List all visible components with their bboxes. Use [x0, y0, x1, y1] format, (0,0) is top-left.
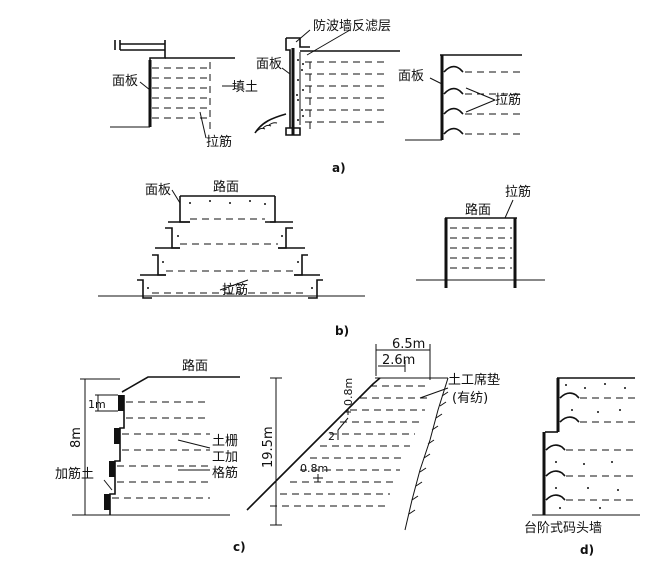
label-geomat-woven: (有纺) — [452, 391, 488, 406]
label-geogrid: 工加 — [212, 450, 238, 465]
figure-a-left: 面板 填土 拉筋 — [110, 40, 258, 150]
figure-b-left-rebars — [152, 218, 308, 294]
label-reinforced-soil: 加筋土 — [55, 466, 94, 482]
label-geogrid: 格筋 — [212, 465, 238, 481]
label-panel: 面板 — [398, 69, 424, 84]
slope-ratio: 2 — [328, 430, 335, 443]
label-rebar: 拉筋 — [206, 134, 232, 150]
label-panel: 面板 — [145, 183, 171, 198]
dim-8m: 8m — [69, 427, 84, 448]
label-fill: 填土 — [232, 80, 258, 95]
figure-d-rebars — [566, 397, 635, 501]
figure-d-hooks — [545, 392, 580, 501]
label-geogrid: 土栅 — [212, 434, 238, 449]
label-road: 路面 — [182, 358, 208, 374]
figure-d-gravel — [555, 383, 626, 509]
caption-a: a) — [332, 161, 346, 175]
figure-d: 台阶式码头墙 — [524, 377, 640, 536]
dim-1m: 1m — [88, 398, 106, 411]
dim-0-8m-bottom: 0.8m — [300, 462, 328, 475]
figure-c-right: 19.5m 6.5m 2.6m 0.8m 2 0.8m 土工席垫 (有纺) — [246, 337, 500, 531]
label-stepped-quay-wall: 台阶式码头墙 — [524, 521, 602, 536]
label-panel: 面板 — [112, 74, 138, 89]
label-road: 路面 — [465, 202, 491, 218]
caption-b: b) — [335, 324, 349, 338]
dim-6-5m: 6.5m — [392, 337, 425, 352]
figure-b-left: 面板 路面 拉筋 — [98, 179, 365, 299]
figure-a-right-rebars — [465, 71, 520, 135]
figure-a-middle: 防波墙 反滤层 面板 — [254, 18, 400, 136]
label-wave-wall: 防波墙 — [313, 18, 352, 34]
dim-2-6m: 2.6m — [382, 353, 415, 368]
slope-hatch — [408, 391, 449, 515]
dim-0-8m-top: 0.8m — [342, 378, 355, 406]
label-geomat: 土工席垫 — [448, 372, 500, 388]
caption-d: d) — [580, 543, 594, 557]
figure-c-left: 路面 1m 8m 加筋土 土栅 工加 格筋 — [55, 358, 240, 516]
figure-b-left-gravel — [147, 200, 313, 289]
label-rebar: 拉筋 — [495, 92, 521, 108]
figure-a-right: 面板 拉筋 — [398, 54, 522, 141]
filter-layer-gravel — [296, 59, 304, 121]
label-road: 路面 — [213, 179, 239, 195]
label-panel: 面板 — [256, 57, 282, 72]
label-filter-layer: 反滤层 — [352, 19, 391, 34]
dim-19-5m: 19.5m — [261, 426, 276, 468]
figure-a-middle-rebars — [305, 61, 385, 123]
figure-b-right-rebars — [450, 227, 512, 269]
label-rebar: 拉筋 — [505, 184, 531, 200]
figure-b-right: 拉筋 路面 — [416, 184, 545, 288]
facing-blocks — [104, 395, 124, 510]
figure-a-right-hooks — [443, 65, 464, 135]
figure-a-left-rebars — [152, 67, 210, 119]
label-rebar: 拉筋 — [222, 282, 248, 298]
figure-b-left-panels — [137, 195, 323, 299]
figure-c-right-geomats — [270, 385, 430, 507]
figure-c-left-geogrids — [112, 401, 210, 499]
caption-c: c) — [233, 540, 246, 554]
